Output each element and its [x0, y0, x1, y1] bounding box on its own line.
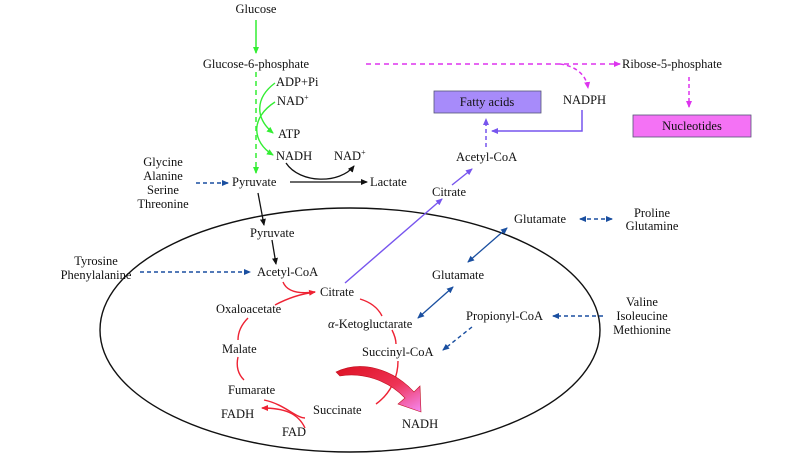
label-glucose: Glucose [236, 2, 277, 16]
aa-label: Proline [634, 206, 671, 220]
mitochondrion-outline [99, 207, 601, 453]
arrow-pyruvate-to-mito-pyruvate [257, 192, 266, 226]
label-nadh-cytosol: NADH [276, 149, 312, 163]
label-fadh: FADH [221, 407, 254, 421]
arrow-propionylcoa-to-succinylcoa [442, 326, 473, 351]
label-propionyl-coa: Propionyl-CoA [466, 309, 543, 323]
aa-group-3: Proline Glutamine [626, 206, 679, 233]
aa-group-1: Glycine Alanine Serine Threonine [137, 155, 189, 211]
aa-label: Serine [147, 183, 179, 197]
label-nad-plus-1-sup: + [304, 93, 309, 102]
label-malate: Malate [222, 342, 257, 356]
aa-label: Isoleucine [616, 309, 668, 323]
aa-label: Threonine [137, 197, 189, 211]
label-fatty-acids: Fatty acids [460, 95, 515, 109]
label-nad-plus-1: NAD+ [277, 93, 309, 108]
aa-label: Phenylalanine [61, 268, 132, 282]
alpha-symbol: α [328, 317, 335, 331]
arc-succinate-to-fumarate [263, 399, 306, 419]
label-fad: FAD [282, 425, 306, 439]
arrow-to-nadph [559, 63, 591, 89]
label-glucose-6-phosphate: Glucose-6-phosphate [203, 57, 310, 71]
label-ribose-5-phosphate: Ribose-5-phosphate [622, 57, 722, 71]
label-nadph: NADPH [563, 93, 606, 107]
arrow-citrate-out-to-acetylcoa [451, 168, 473, 186]
big-nadh-arrow [335, 366, 422, 413]
arrow-acetylcoa-to-citrate [282, 281, 316, 296]
ketoglutarate-text: -Ketogluctarate [335, 317, 413, 331]
label-atp: ATP [278, 127, 300, 141]
aa-label: Tyrosine [74, 254, 118, 268]
label-nad-plus-2: NAD+ [334, 148, 366, 163]
arrow-nad-to-nadh [256, 101, 276, 156]
nucleotides-box [632, 114, 752, 138]
label-fumarate: Fumarate [228, 383, 276, 397]
arrow-nadh-to-nad [285, 162, 355, 180]
label-nad-plus-2-base: NAD [334, 149, 361, 163]
label-succinyl-coa: Succinyl-CoA [362, 345, 434, 359]
arrow-fad-to-fadh [261, 405, 306, 429]
label-acetyl-coa-mito: Acetyl-CoA [257, 265, 318, 279]
label-pyruvate-cytosol: Pyruvate [232, 175, 277, 189]
label-nucleotides: Nucleotides [662, 119, 722, 133]
arc-malate-to-fumarate [236, 356, 245, 381]
aa-label: Alanine [143, 169, 183, 183]
arc-citrate-to-ketoglutarate [359, 298, 383, 317]
label-succinate: Succinate [313, 403, 362, 417]
label-nad-plus-2-sup: + [361, 148, 366, 157]
label-alpha-ketoglutarate: α-Ketogluctarate [328, 317, 413, 331]
aa-label: Methionine [613, 323, 671, 337]
label-oxaloacetate: Oxaloacetate [216, 302, 282, 316]
aa-group-4: Valine Isoleucine Methionine [613, 295, 671, 337]
label-nadh-mito: NADH [402, 417, 438, 431]
aa-group-2: Tyrosine Phenylalanine [61, 254, 132, 282]
arrow-pyruvate-to-acetylcoa [271, 239, 278, 265]
label-lactate: Lactate [370, 175, 407, 189]
label-acetyl-coa-cytosol: Acetyl-CoA [456, 150, 517, 164]
arrow-adp-to-atp [259, 82, 276, 134]
arrow-ketoglutarate-to-glutamate [417, 286, 454, 319]
label-adp-pi: ADP+Pi [276, 75, 319, 89]
label-glutamate-mito: Glutamate [432, 268, 485, 282]
label-citrate-cytosol: Citrate [432, 185, 466, 199]
label-nad-plus-1-base: NAD [277, 94, 304, 108]
arc-oxaloacetate-to-malate [237, 317, 249, 341]
aa-label: Glycine [143, 155, 183, 169]
arrow-nadph-to-fatty-acids [491, 110, 583, 134]
arrow-glutamate-in-to-glutamate-out [467, 227, 508, 263]
arrow-oxaloacetate-to-citrate [274, 291, 316, 306]
label-citrate-mito: Citrate [320, 285, 354, 299]
label-pyruvate-mito: Pyruvate [250, 226, 295, 240]
arrow-citrate-in-to-citrate-out [344, 198, 443, 284]
aa-label: Glutamine [626, 219, 679, 233]
fatty-acids-box [433, 90, 542, 114]
aa-label: Valine [626, 295, 658, 309]
arc-ketoglutarate-to-succinylcoa [391, 329, 397, 345]
label-glutamate-cytosol: Glutamate [514, 212, 567, 226]
